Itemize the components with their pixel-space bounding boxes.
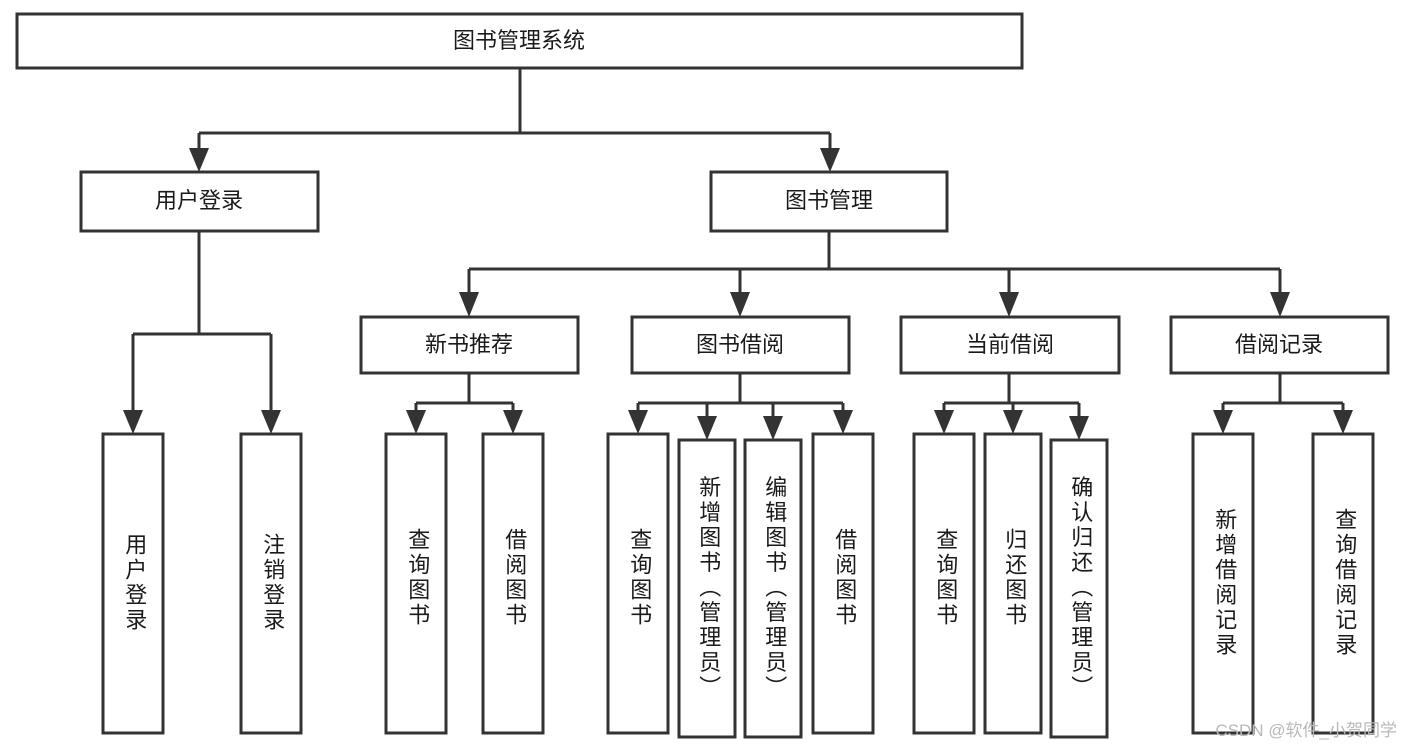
node-book-borrow-label: 图书借阅 [696, 332, 784, 357]
leaf-borrow-book-1-label: 借阅图书 [502, 528, 527, 628]
arrow-leaf-logout [261, 410, 281, 434]
node-current-borrow-box[interactable] [899, 315, 1121, 375]
leaf-logout[interactable]: 注销登录 [239, 432, 303, 735]
leaf-query-book-1-label: 查询图书 [405, 528, 430, 628]
node-new-book-rec-label: 新书推荐 [425, 332, 513, 357]
arrow-newbook [459, 292, 479, 317]
leaf-add-record-box[interactable] [1191, 432, 1255, 735]
leaf-add-book-label: 新增图书（管理员） [696, 476, 721, 701]
arrow-bookborrow [730, 292, 750, 317]
leaf-edit-book-label: 编辑图书（管理员） [762, 476, 787, 701]
leaf-return-book-box[interactable] [983, 432, 1043, 735]
arrow-leaf-query-book-3 [934, 410, 954, 434]
node-root[interactable]: 图书管理系统 [15, 12, 1024, 70]
arrow-leaf-query-book-2 [628, 410, 648, 434]
node-book-borrow[interactable]: 图书借阅 [630, 315, 851, 375]
node-user-login-label: 用户登录 [155, 188, 243, 213]
leaf-confirm-return-label: 确认归还（管理员） [1068, 476, 1093, 701]
leaf-borrow-book-1-box[interactable] [481, 432, 545, 735]
leaf-query-record-box[interactable] [1311, 432, 1375, 735]
leaf-query-book-3-label: 查询图书 [933, 528, 958, 628]
arrow-leaf-add-record [1213, 410, 1233, 434]
leaf-borrow-book-2[interactable]: 借阅图书 [811, 432, 875, 735]
arrow-leaf-query-record [1333, 410, 1353, 434]
leaf-add-book-box[interactable] [677, 438, 737, 739]
arrow-leaf-confirm-return [1069, 416, 1089, 440]
leaf-user-login[interactable]: 用户登录 [101, 432, 165, 735]
leaf-query-book-3[interactable]: 查询图书 [912, 432, 976, 735]
leaf-add-book[interactable]: 新增图书（管理员） [677, 438, 737, 739]
leaf-query-book-1[interactable]: 查询图书 [384, 432, 448, 735]
leaf-query-book-2-label: 查询图书 [627, 528, 652, 628]
leaf-query-record[interactable]: 查询借阅记录 [1311, 432, 1375, 735]
node-book-borrow-box[interactable] [630, 315, 851, 375]
leaf-logout-box[interactable] [239, 432, 303, 735]
leaf-borrow-book-2-box[interactable] [811, 432, 875, 735]
arrow-leaf-add-book [697, 416, 717, 440]
leaf-query-book-3-box[interactable] [912, 432, 976, 735]
leaf-edit-book[interactable]: 编辑图书（管理员） [743, 438, 803, 739]
arrow-leaf-borrow-book-1 [503, 410, 523, 434]
node-root-label: 图书管理系统 [453, 28, 585, 53]
node-new-book-rec[interactable]: 新书推荐 [359, 315, 580, 375]
node-new-book-rec-box[interactable] [359, 315, 580, 375]
leaf-user-login-label: 用户登录 [122, 533, 147, 633]
node-borrow-record[interactable]: 借阅记录 [1169, 315, 1390, 375]
node-current-borrow[interactable]: 当前借阅 [899, 315, 1121, 375]
node-user-login[interactable]: 用户登录 [79, 170, 320, 233]
arrow-currentborrow [999, 292, 1019, 317]
node-current-borrow-label: 当前借阅 [966, 332, 1054, 357]
connector-layer [123, 68, 1353, 440]
leaf-query-book-1-box[interactable] [384, 432, 448, 735]
arrow-leaf-borrow-book-2 [833, 410, 853, 434]
node-borrow-record-box[interactable] [1169, 315, 1390, 375]
leaf-user-login-box[interactable] [101, 432, 165, 735]
leaf-query-book-2-box[interactable] [606, 432, 670, 735]
arrow-leaf-query-book-1 [406, 410, 426, 434]
node-user-login-box[interactable] [79, 170, 320, 233]
arrow-leaf-return-book [1003, 410, 1023, 434]
leaf-borrow-book-1[interactable]: 借阅图书 [481, 432, 545, 735]
arrow-user-login [189, 148, 209, 172]
leaf-query-book-2[interactable]: 查询图书 [606, 432, 670, 735]
node-borrow-record-label: 借阅记录 [1235, 332, 1323, 357]
leaf-confirm-return[interactable]: 确认归还（管理员） [1049, 438, 1109, 739]
leaf-add-record[interactable]: 新增借阅记录 [1191, 432, 1255, 735]
arrow-leaf-edit-book [763, 416, 783, 440]
leaf-edit-book-box[interactable] [743, 438, 803, 739]
leaf-return-book-label: 归还图书 [1002, 528, 1027, 628]
leaf-query-record-label: 查询借阅记录 [1332, 508, 1357, 658]
arrow-borrowrecord [1270, 292, 1290, 317]
leaf-confirm-return-box[interactable] [1049, 438, 1109, 739]
leaf-layer: 用户登录 注销登录 查询图书 借阅图书 查询图书 新增图书（管理员） [101, 432, 1375, 739]
leaf-add-record-label: 新增借阅记录 [1212, 508, 1237, 658]
arrow-leaf-user-login [123, 410, 143, 434]
node-book-manage-box[interactable] [709, 170, 949, 233]
leaf-borrow-book-2-label: 借阅图书 [832, 528, 857, 628]
node-book-manage-label: 图书管理 [785, 188, 873, 213]
leaf-logout-label: 注销登录 [260, 533, 285, 633]
node-root-box[interactable] [15, 12, 1024, 70]
node-book-manage[interactable]: 图书管理 [709, 170, 949, 233]
arrow-book-manage [820, 148, 840, 172]
leaf-return-book[interactable]: 归还图书 [983, 432, 1043, 735]
